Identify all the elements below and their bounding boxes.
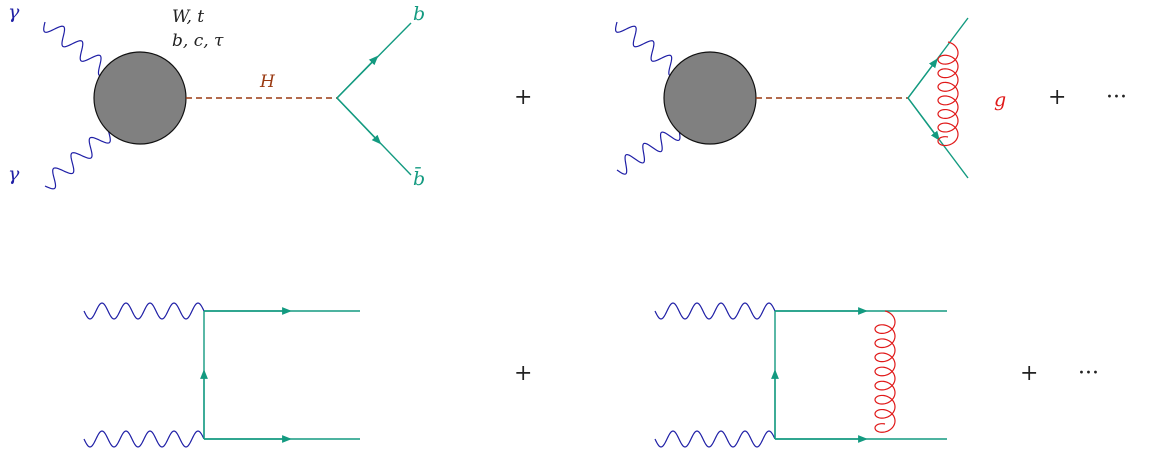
diagram-box-gluon [654,302,947,448]
diagram-higgs-decay: γ γ W, t b, c, τ H b b̄ [8,1,425,190]
photon-line-top [83,302,205,320]
quark-line-b-arrow [336,55,379,99]
quark-line-bbar-arrow [336,97,382,145]
loop-label-line1: W, t [172,7,204,27]
gluon-line [937,41,959,147]
quark-line-bbar-arrow [907,97,940,141]
photon-line-bottom [83,430,205,448]
quark-line-b-arrow [907,58,938,99]
antiquark-label: b̄ [413,166,425,190]
photon-line-bottom [44,121,119,190]
loop-blob [93,51,187,145]
quark-label: b [413,3,425,25]
diagram-box [83,302,360,448]
ellipsis: ··· [1106,85,1127,110]
photon-top-label: γ [8,1,20,23]
photon-line-bottom [616,120,689,175]
plus-operator-1: + [514,85,532,110]
gluon-label: g [994,89,1006,111]
loop-label-line2: b, c, τ [172,31,224,51]
photon-line-top [654,302,776,320]
ellipsis: ··· [1078,361,1099,386]
photon-bottom-label: γ [8,163,20,185]
plus-operator-2: + [1048,85,1066,110]
plus-operator-4: + [1020,361,1038,386]
diagram-higgs-decay-gluon: g [614,17,1006,179]
plus-operator-3: + [514,361,532,386]
loop-blob [663,51,757,145]
photon-line-bottom [654,430,776,448]
gluon-line [874,310,896,433]
higgs-label: H [259,72,276,92]
